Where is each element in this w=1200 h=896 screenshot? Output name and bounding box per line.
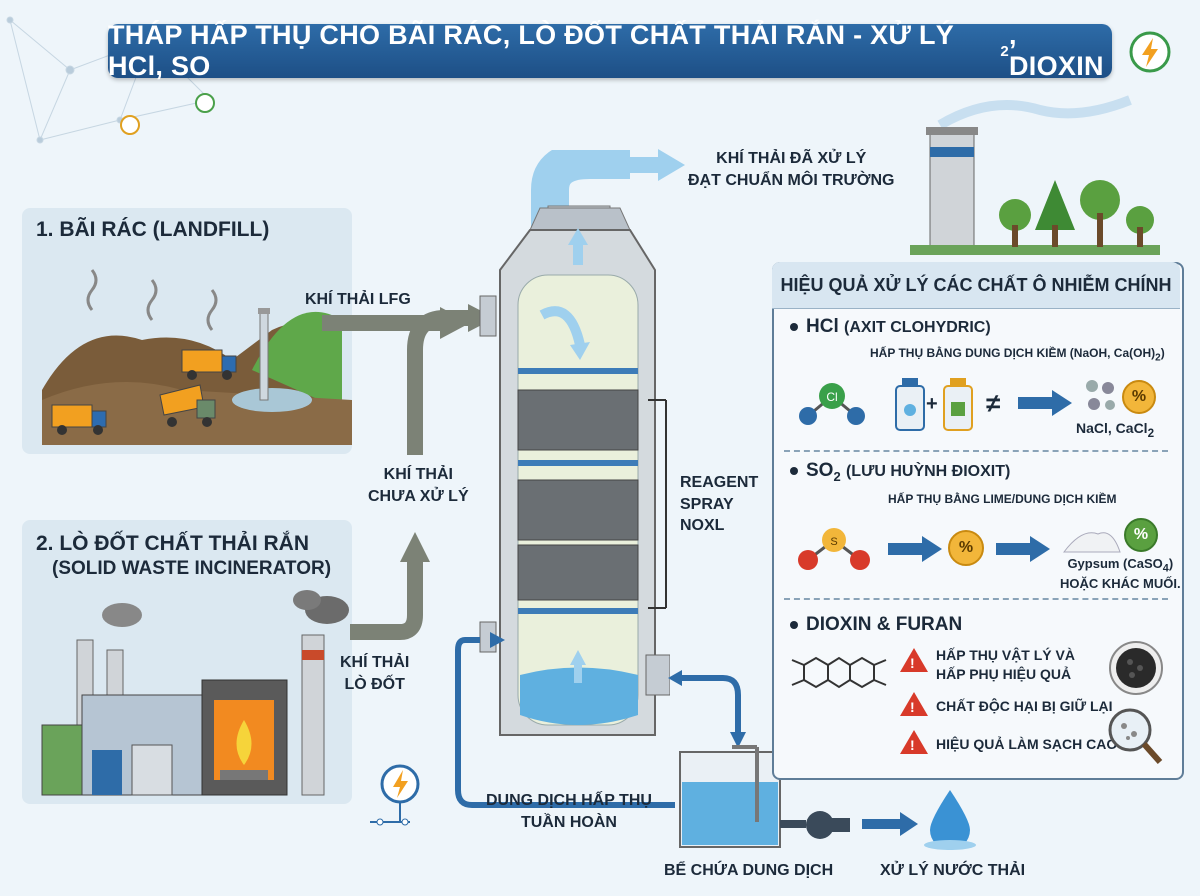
not-equal-sign: ≠: [986, 388, 1001, 418]
pump-to-wastewater: [780, 811, 918, 839]
incinerator-gas-arrow: [350, 532, 430, 640]
hcl-method: HẤP THỤ BẰNG DUNG DỊCH KIỀM (NaOH, Ca(OH…: [870, 346, 1165, 364]
incinerator-title-1: 2. LÒ ĐỐT CHẤT THẢI RẮN: [36, 532, 309, 555]
outlet-pipe: [668, 670, 746, 748]
bullet-icon: [790, 620, 798, 629]
so2-arrow-2-icon: [996, 536, 1050, 562]
dioxin-molecule-icon: [791, 656, 887, 689]
lfg-label: KHÍ THẢI LFG: [305, 291, 411, 308]
dioxin-heading: DIOXIN & FURAN: [790, 614, 962, 636]
hcl-product: NaCl, CaCl2: [1076, 420, 1155, 440]
magnifier-icon: [1108, 708, 1163, 764]
hcl-molecule-icon: Cl: [799, 383, 865, 425]
hcl-percent-icon: %: [1122, 380, 1156, 414]
bullet-icon: [790, 322, 798, 331]
divider: [784, 598, 1168, 600]
so2-method: HẤP THỤ BẰNG LIME/DUNG DỊCH KIỀM: [888, 492, 1117, 506]
so2-product: Gypsum (CaSO4) HOẶC KHÁC MUỐI.: [1060, 556, 1181, 591]
plus-sign: +: [926, 393, 938, 415]
treated-gas-arrow: [580, 149, 685, 181]
warning-icon: [900, 648, 928, 672]
hcl-heading: HCl (AXIT CLOHYDRIC): [790, 316, 991, 338]
alkali-bottles-icon: [895, 378, 973, 431]
so2-percent-icon-1: %: [948, 530, 984, 566]
landfill-illustration: [42, 269, 352, 445]
warning-icon: [900, 730, 928, 754]
cl-atom-label: Cl: [826, 390, 837, 404]
bullet-icon: [790, 466, 798, 475]
network-decoration: [6, 16, 215, 144]
solution-tank: [679, 745, 781, 848]
warning-mark: !: [910, 737, 915, 753]
landfill-title: 1. BÃI RÁC (LANDFILL): [36, 218, 270, 241]
so2-heading: SO2 (LƯU HUỲNH ĐIOXIT): [790, 460, 1010, 484]
recirculation-pipe: [455, 632, 675, 808]
salt-particles-icon: [1086, 380, 1115, 410]
dioxin-item-3: HIỆU QUẢ LÀM SẠCH CAO: [936, 736, 1118, 752]
activated-carbon-icon: [1109, 641, 1163, 695]
warning-mark: !: [910, 699, 915, 715]
efficiency-title: HIỆU QUẢ XỬ LÝ CÁC CHẤT Ô NHIỄM CHÍNH: [772, 262, 1180, 309]
warning-mark: !: [910, 655, 915, 671]
energy-logo-icon: [1129, 31, 1171, 73]
wastewater-label: XỬ LÝ NƯỚC THẢI: [880, 862, 1026, 879]
dump-truck-icon: [181, 349, 237, 380]
so2-percent-icon-2: %: [1124, 518, 1158, 552]
s-atom-label: S: [830, 536, 837, 548]
water-drop-icon: [924, 790, 976, 850]
hcl-arrow-icon: [1018, 390, 1072, 416]
dioxin-item-2: CHẤT ĐỘC HẠI BỊ GIỮ LẠI: [936, 698, 1113, 714]
tank-label: BỂ CHỨA DUNG DỊCH: [664, 862, 834, 879]
incinerator-illustration: [41, 590, 349, 796]
clean-chimney-trees: [910, 95, 1160, 255]
gypsum-pile-icon: [1062, 532, 1121, 553]
incinerator-title-2: (SOLID WASTE INCINERATOR): [52, 558, 332, 579]
power-icon: [370, 764, 420, 826]
warning-icon: [900, 692, 928, 716]
so2-molecule-icon: S: [798, 528, 870, 570]
page-title: THÁP HẤP THỤ CHO BÃI RÁC, LÒ ĐỐT CHẤT TH…: [108, 20, 1112, 81]
efficiency-panel: [772, 262, 1184, 780]
so2-arrow-1-icon: [888, 536, 942, 562]
divider: [784, 450, 1168, 452]
